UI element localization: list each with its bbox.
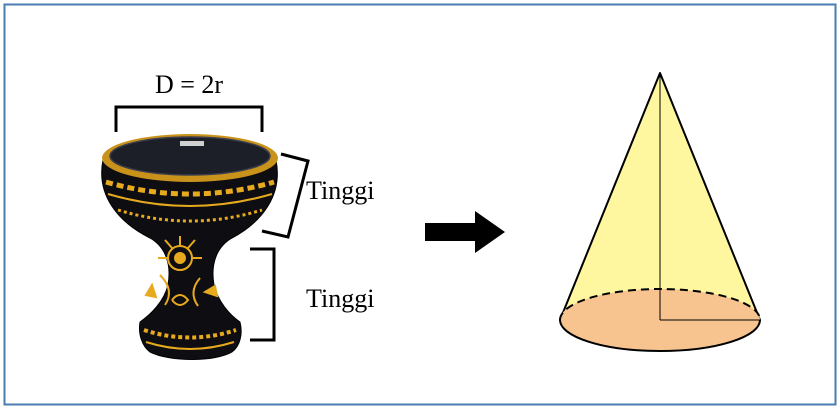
drum-gold-line-top xyxy=(107,193,273,207)
height-label-top: Tinggi xyxy=(306,176,374,205)
drum-head xyxy=(109,136,271,176)
arrow-right-icon xyxy=(425,211,505,253)
cone-base-front-edge xyxy=(559,319,761,352)
diameter-label: D = 2r xyxy=(155,70,223,99)
drum-floral-pattern xyxy=(144,236,219,307)
diameter-bracket xyxy=(114,105,264,132)
drum-gold-band-mid xyxy=(117,208,263,223)
drum-gold-line-base xyxy=(145,341,235,350)
drum-logo xyxy=(180,141,204,146)
drum-illustration xyxy=(101,134,278,360)
drum-gold-band-base xyxy=(143,328,237,340)
drum-body xyxy=(101,159,278,360)
height-bracket-bottom xyxy=(250,247,276,342)
height-bracket-top xyxy=(261,152,310,239)
cone xyxy=(559,72,761,352)
drum-gold-band-top xyxy=(105,179,275,197)
height-label-bottom: Tinggi xyxy=(306,284,374,313)
